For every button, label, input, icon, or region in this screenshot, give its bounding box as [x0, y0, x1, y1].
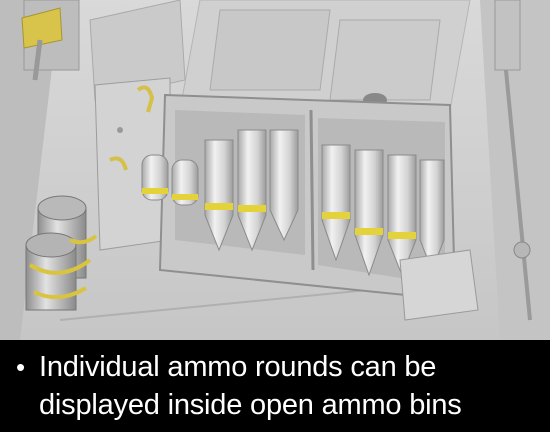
antenna-rod	[494, 0, 532, 321]
caption-text-2: displayed inside open ammo bins	[39, 389, 462, 421]
caption-text-1: Individual ammo rounds can be	[39, 351, 437, 383]
caption-line-2: displayed inside open ammo bins	[16, 386, 536, 424]
caption-band: • Individual ammo rounds can be displayed…	[0, 340, 550, 432]
model-render	[0, 0, 550, 340]
hull-block	[399, 249, 479, 321]
bullet-icon: •	[16, 352, 25, 382]
bin-lid	[94, 77, 171, 251]
caption-line-1: • Individual ammo rounds can be	[16, 348, 536, 386]
gun-mount	[21, 0, 80, 81]
fuel-drums	[25, 195, 98, 311]
